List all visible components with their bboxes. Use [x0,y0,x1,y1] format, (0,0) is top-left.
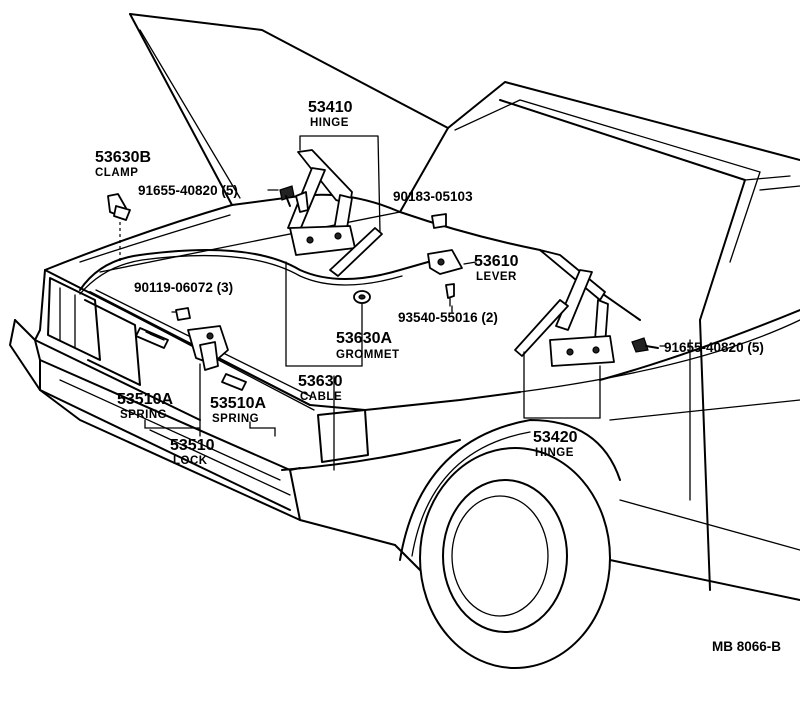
lock-53510-part [187,325,229,371]
bolt-right-part [631,337,659,353]
spring-left-number: 53510A [117,391,173,408]
grommet-53630a-number: 53630A [336,330,392,347]
bolt-right-code: 91655-40820 (5) [664,340,764,355]
clamp-53630b-number: 53630B [95,149,151,166]
footer-code: MB 8066-B [712,639,781,654]
spring-right-number: 53510A [210,395,266,412]
callout-labels: 53410 HINGE 53630B CLAMP 91655-40820 (5)… [95,99,781,654]
lock-53510-name: LOCK [173,455,208,467]
clip-93540-code: 93540-55016 (2) [398,310,498,325]
lever-53610-name: LEVER [476,271,517,283]
screw-90119-part [175,307,191,321]
leader-lines [144,135,667,471]
hinge-53410-number: 53410 [308,99,353,116]
clip-93540-part [445,283,455,307]
hinge-53420-number: 53420 [533,429,578,446]
clamp-53630b-part [107,193,131,262]
spring-right-part [221,373,247,391]
hinge-53410-name: HINGE [310,117,349,129]
grommet-53630a-part [353,290,371,304]
clip-90183-code: 90183-05103 [393,189,473,204]
lock-53510-number: 53510 [170,437,215,454]
cable-53630-name: CABLE [300,391,342,403]
hinge-53420-part [514,249,615,367]
cable-53630-part [79,249,429,295]
grommet-53630a-name: GROMMET [336,349,400,361]
spring-right-name: SPRING [212,413,259,425]
bolt-top-code: 91655-40820 (5) [138,183,238,198]
hinge-53420-name: HINGE [535,447,574,459]
bolt-top-part [279,185,295,207]
screw-90119-code: 90119-06072 (3) [134,280,233,295]
spring-left-name: SPRING [120,409,167,421]
spring-left-part [135,327,169,349]
lever-53610-number: 53610 [474,253,519,270]
lever-53610-part [427,249,463,275]
hinge-53410-part [287,149,383,277]
clamp-53630b-name: CLAMP [95,167,138,179]
cable-53630-number: 53630 [298,373,343,390]
clip-90183-part [431,213,447,229]
